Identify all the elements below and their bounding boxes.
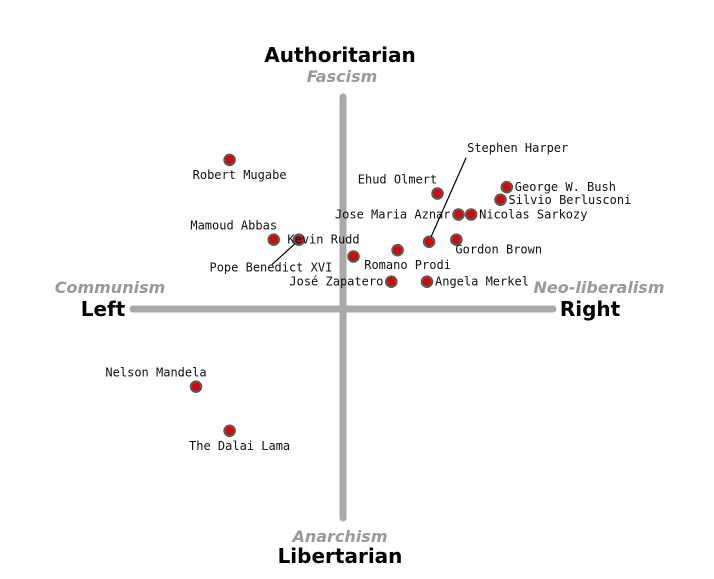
point-label: Pope Benedict XVI [209,261,332,275]
data-point [420,275,434,288]
data-point [189,380,203,393]
axis-right-label: Right [560,297,621,321]
data-point [500,180,514,194]
point-label: George W. Bush [515,180,616,194]
point-label: Romano Prodi [364,258,451,272]
axis-top-label: Authoritarian [264,43,415,67]
data-point [292,233,306,246]
point-label: José Zapatero [289,275,383,289]
point-label: Robert Mugabe [193,168,287,182]
data-point [452,208,465,221]
axis-top-ideology: Fascism [307,67,378,86]
point-label: Ehud Olmert [358,173,437,187]
axis-right-ideology: Neo-liberalism [534,278,665,297]
point-label: Mamoud Abbas [190,219,277,233]
point-label: Angela Merkel [435,275,529,289]
label-leader-line [430,157,467,238]
axis-bottom-ideology: Anarchism [290,527,387,546]
point-label: The Dalai Lama [189,439,290,453]
point-label: Silvio Berlusconi [509,193,632,207]
data-point [384,275,398,288]
data-point [494,193,507,207]
point-label: Jose Maria Aznar [335,208,451,222]
data-point [431,187,444,200]
label-leader-line [271,243,296,266]
data-point [391,243,404,257]
data-point [450,233,463,246]
axis-left-label: Left [81,297,126,321]
data-point [464,208,478,221]
axis-bottom-label: Libertarian [278,544,403,568]
data-point [223,153,236,167]
point-label: Gordon Brown [455,243,542,257]
point-label: Nicolas Sarkozy [479,208,587,222]
point-label: Stephen Harper [467,141,568,155]
axis-left-ideology: Communism [55,278,166,297]
point-label: Kevin Rudd [287,233,359,247]
data-point [422,235,436,249]
point-label: Nelson Mandela [105,366,206,380]
data-point [223,424,236,438]
data-point [347,250,360,263]
data-point [267,233,280,246]
